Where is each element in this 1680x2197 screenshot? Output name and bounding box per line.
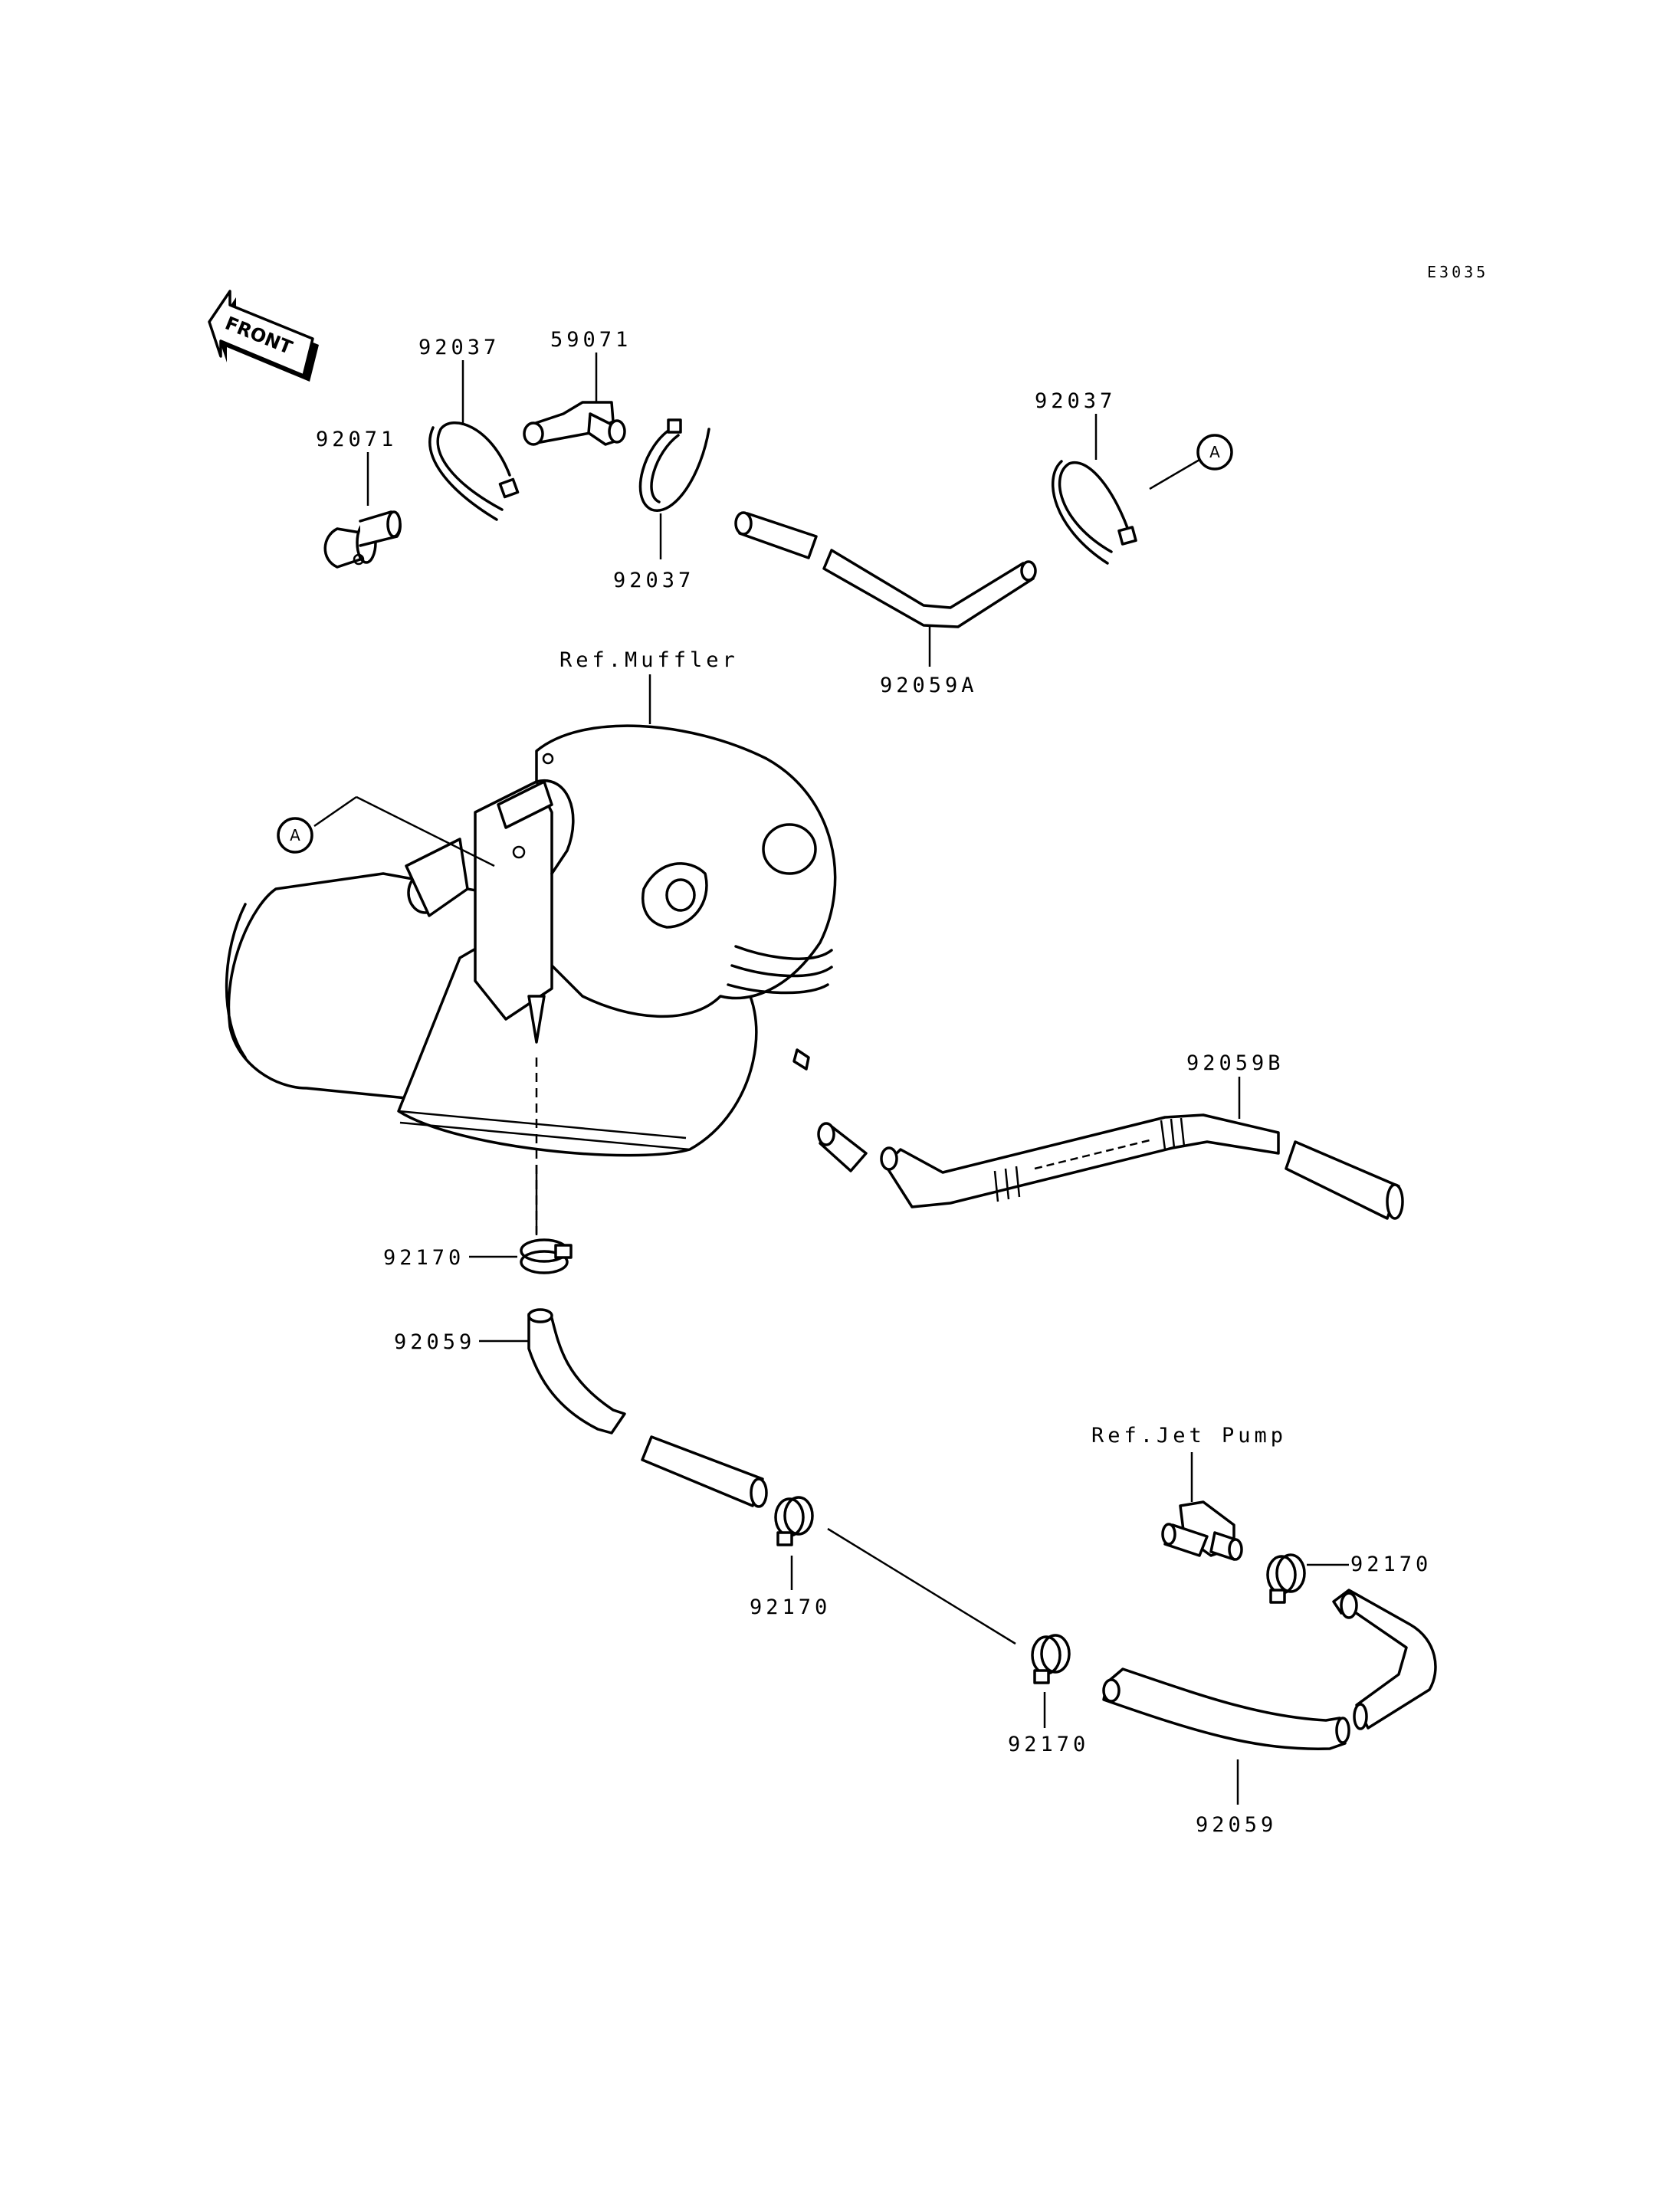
marker-a-muffler [277, 817, 313, 854]
part-92170-clamp-a[interactable] [469, 1238, 573, 1274]
part-92170-clamp-b[interactable] [774, 1496, 814, 1590]
label-92071: 92071 [316, 428, 397, 451]
label-ref-muffler: Ref.Muffler [559, 648, 739, 672]
part-92059A-hose[interactable] [734, 511, 1037, 667]
label-92170-d: 92170 [1008, 1733, 1089, 1756]
label-92059-b: 92059 [1196, 1813, 1277, 1837]
label-ref-jet-pump: Ref.Jet Pump [1091, 1424, 1287, 1448]
part-92037-clamp-middle[interactable] [638, 418, 710, 559]
label-92170-b: 92170 [750, 1595, 831, 1619]
part-92059-hose-b[interactable] [1102, 1589, 1437, 1805]
label-92170-c: 92170 [1350, 1553, 1432, 1576]
label-92059-a: 92059 [394, 1330, 475, 1354]
label-92059B: 92059B [1186, 1051, 1285, 1075]
marker-a-top-label: A [1209, 443, 1220, 461]
part-92170-clamp-c[interactable] [1266, 1553, 1349, 1604]
part-92037-clamp-left[interactable] [428, 360, 520, 521]
part-92037-clamp-right[interactable] [1051, 414, 1233, 565]
label-92037-b: 92037 [613, 569, 694, 592]
label-92059A: 92059A [880, 674, 978, 697]
label-59071: 59071 [550, 328, 632, 352]
part-59071-fitting[interactable] [523, 353, 626, 446]
part-92059-hose-a[interactable] [479, 1308, 768, 1508]
part-92071-cap[interactable] [323, 452, 402, 569]
label-92037-c: 92037 [1035, 389, 1116, 413]
jet-pump-fitting [1161, 1452, 1243, 1561]
part-92170-clamp-d[interactable] [1031, 1634, 1071, 1728]
diagram-code: E3035 [1427, 263, 1488, 281]
label-92170-a: 92170 [383, 1246, 464, 1270]
marker-a-top [1196, 434, 1233, 471]
part-92059B-hose[interactable] [817, 1077, 1404, 1220]
muffler-assembly [225, 724, 837, 1157]
front-arrow-icon: FRONT [208, 290, 319, 382]
label-92037-a: 92037 [418, 336, 500, 359]
marker-a-muffler-label: A [290, 826, 300, 844]
